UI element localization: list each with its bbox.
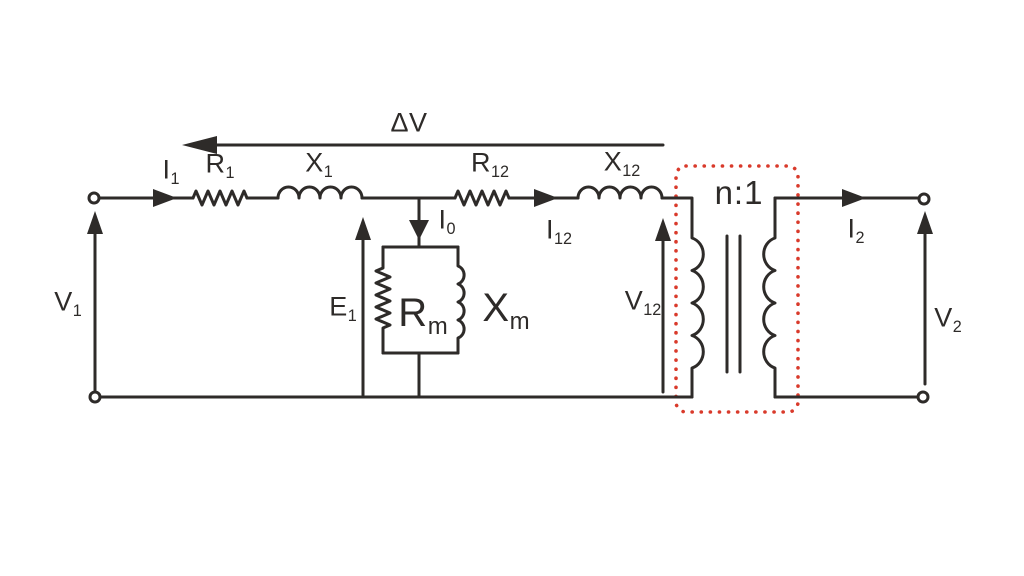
delta-v-arrowhead	[182, 136, 217, 154]
current-arrow-i12	[534, 189, 558, 207]
resistor-r12	[453, 189, 511, 207]
e1-arrowhead	[355, 217, 371, 240]
label-delta-v: ΔV	[390, 107, 428, 138]
resistor-rm	[374, 245, 392, 355]
label-v2: V2	[934, 302, 962, 337]
transformer-secondary-winding	[762, 196, 777, 399]
v12-arrowhead	[655, 218, 671, 241]
v2-arrowhead	[917, 211, 933, 234]
transformer-primary-winding	[660, 196, 705, 399]
label-i1: I1	[162, 154, 180, 189]
label-x1: X1	[305, 147, 333, 182]
current-arrow-i2	[842, 189, 866, 207]
inductor-xm	[456, 245, 466, 355]
label-r1: R1	[205, 148, 235, 183]
terminal-top-right	[917, 192, 931, 206]
label-i12: I12	[545, 214, 573, 249]
label-e1: E1	[329, 291, 357, 326]
label-r12: R12	[470, 147, 510, 182]
inductor-x1	[276, 185, 364, 200]
label-rm: Rm	[398, 290, 448, 341]
label-v1: V1	[54, 286, 82, 321]
terminal-top-left	[87, 191, 101, 205]
ideal-transformer-dotted-box	[674, 164, 800, 414]
inductor-x12	[576, 185, 664, 200]
label-x12: X12	[603, 146, 641, 181]
label-i2: I2	[847, 213, 865, 248]
current-arrow-i1	[153, 189, 177, 207]
label-xm: Xm	[482, 285, 530, 336]
v1-arrowhead	[87, 211, 103, 234]
terminal-bottom-left	[88, 390, 102, 404]
label-turns-ratio: n:1	[714, 174, 764, 212]
current-arrow-i0	[409, 220, 429, 240]
terminal-bottom-right	[916, 390, 930, 404]
label-v12: V12	[624, 285, 662, 320]
label-i0: I0	[438, 204, 456, 239]
resistor-r1	[191, 189, 249, 207]
